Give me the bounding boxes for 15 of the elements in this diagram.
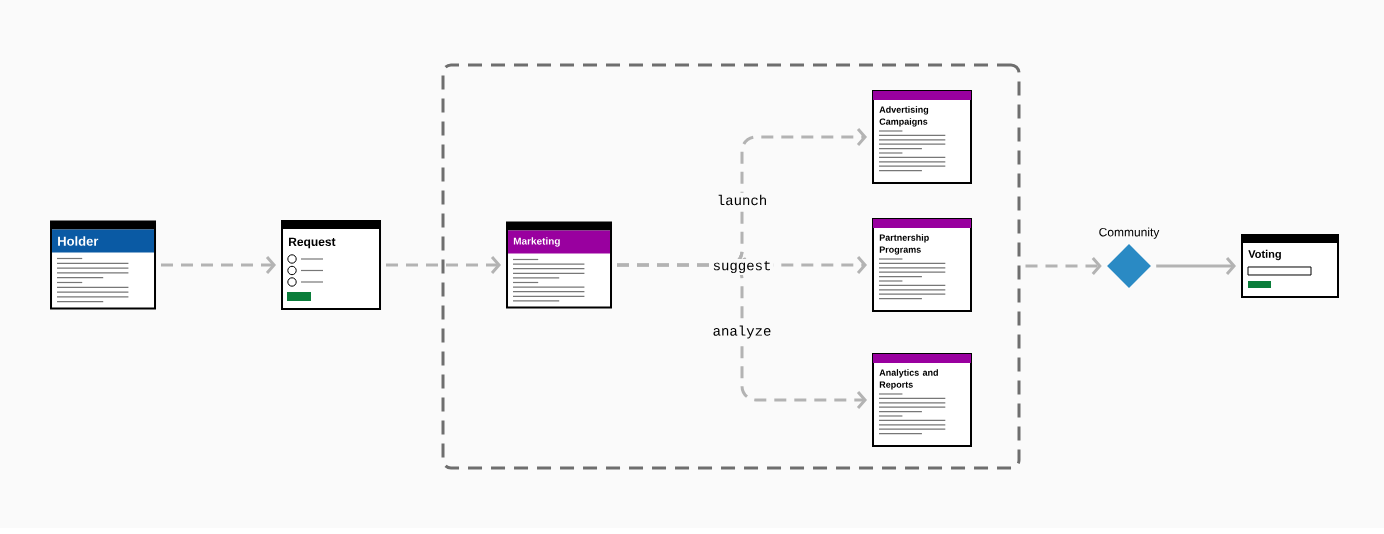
arrow [1156,257,1236,275]
edge-label: analyze [710,323,774,341]
dashed-group-box [441,63,1021,470]
arrow [161,256,276,274]
arrow [1025,257,1102,275]
arrow [617,263,867,409]
card-title: Request [289,237,336,249]
card-title: Analytics and Reports [879,369,938,390]
card-title: Holder [58,236,99,246]
arrow [386,256,501,274]
card-title: Marketing [513,237,560,247]
card-title: Partnership Programs [879,234,929,255]
diamond-label: Community [1099,227,1160,239]
card-title: Voting [1248,249,1281,261]
card-title: Advertising Campaigns [879,106,929,127]
